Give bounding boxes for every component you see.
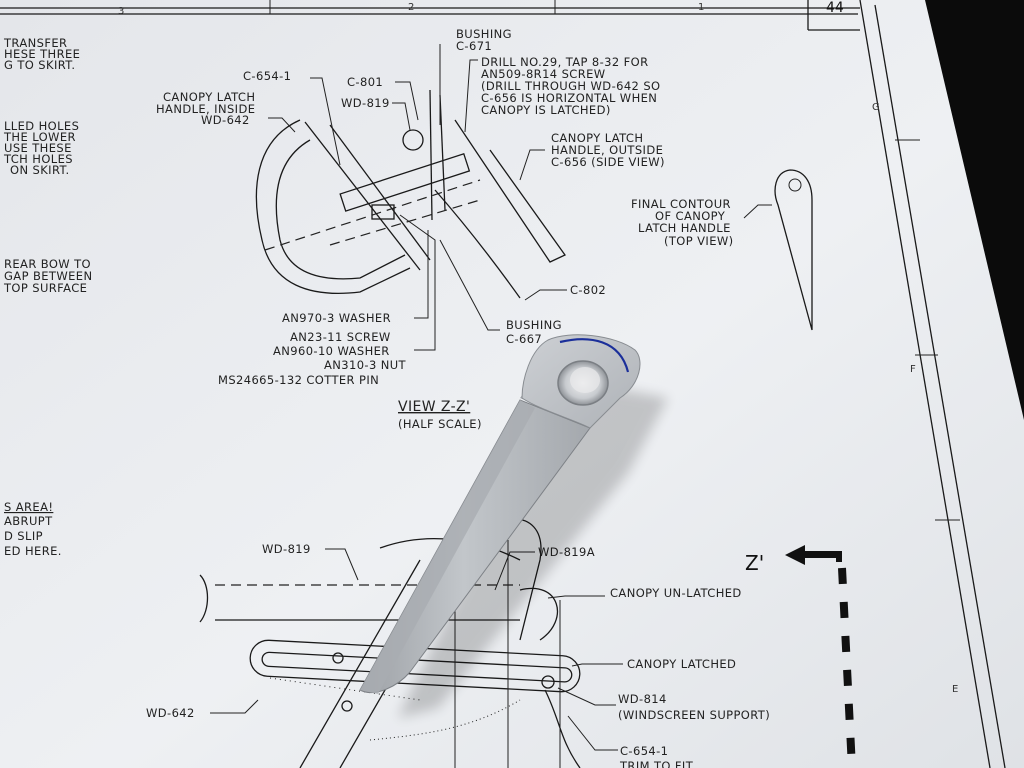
- svg-text:C-656 (SIDE VIEW): C-656 (SIDE VIEW): [551, 155, 665, 169]
- svg-text:HANDLE, OUTSIDE: HANDLE, OUTSIDE: [551, 143, 663, 157]
- svg-text:G TO SKIRT.: G TO SKIRT.: [4, 58, 75, 72]
- svg-text:LATCH HANDLE: LATCH HANDLE: [638, 221, 731, 235]
- section-marker: Z': [745, 545, 856, 768]
- latch-assembly-drawing: [255, 89, 566, 299]
- svg-text:(WINDSCREEN SUPPORT): (WINDSCREEN SUPPORT): [618, 708, 770, 722]
- svg-text:S AREA!: S AREA!: [4, 500, 53, 514]
- svg-text:AN960-10 WASHER: AN960-10 WASHER: [273, 344, 390, 358]
- svg-text:THE LOWER: THE LOWER: [3, 130, 76, 144]
- zone-label-3: 3: [118, 6, 124, 17]
- view-scale: (HALF SCALE): [398, 417, 482, 431]
- svg-text:C-667: C-667: [506, 332, 542, 346]
- svg-text:D SLIP: D SLIP: [4, 529, 43, 543]
- svg-text:CANOPY IS LATCHED): CANOPY IS LATCHED): [481, 103, 611, 117]
- svg-text:(TOP VIEW): (TOP VIEW): [664, 234, 734, 248]
- callouts-bottom: WD-819 WD-819A CANOPY UN-LATCHED CANOPY …: [146, 542, 770, 768]
- svg-text:WD-814: WD-814: [618, 692, 667, 706]
- svg-text:C-801: C-801: [347, 75, 383, 89]
- svg-text:DRILL NO.29, TAP 8-32 FOR: DRILL NO.29, TAP 8-32 FOR: [481, 55, 649, 69]
- svg-text:C-671: C-671: [456, 39, 492, 53]
- view-title: VIEW Z-Z': [398, 399, 470, 415]
- svg-text:Z': Z': [745, 551, 764, 575]
- svg-text:CANOPY LATCH: CANOPY LATCH: [551, 131, 643, 145]
- svg-text:C-654-1: C-654-1: [243, 69, 291, 83]
- zone-label-e: E: [952, 684, 958, 695]
- handle-arm-face: [360, 400, 535, 694]
- sheet-number: 44: [826, 0, 844, 16]
- svg-text:TRIM TO FIT: TRIM TO FIT: [619, 759, 694, 768]
- svg-text:HANDLE, INSIDE: HANDLE, INSIDE: [156, 102, 255, 116]
- svg-text:WD-642: WD-642: [146, 706, 195, 720]
- svg-text:AN310-3 NUT: AN310-3 NUT: [324, 358, 407, 372]
- svg-text:WD-642: WD-642: [201, 113, 250, 127]
- svg-text:ON SKIRT.: ON SKIRT.: [10, 163, 70, 177]
- svg-text:HESE THREE: HESE THREE: [4, 47, 80, 61]
- svg-text:AN509-8R14 SCREW: AN509-8R14 SCREW: [481, 67, 606, 81]
- svg-text:AN970-3 WASHER: AN970-3 WASHER: [282, 311, 391, 325]
- svg-text:C-656 IS HORIZONTAL WHEN: C-656 IS HORIZONTAL WHEN: [481, 91, 657, 105]
- svg-text:MS24665-132 COTTER PIN: MS24665-132 COTTER PIN: [218, 373, 379, 387]
- svg-text:ED HERE.: ED HERE.: [4, 544, 62, 558]
- svg-text:BUSHING: BUSHING: [506, 318, 562, 332]
- zone-label-g: G: [872, 102, 880, 113]
- svg-text:CANOPY LATCHED: CANOPY LATCHED: [627, 657, 736, 671]
- svg-text:FINAL CONTOUR: FINAL CONTOUR: [631, 197, 731, 211]
- svg-text:ABRUPT: ABRUPT: [4, 514, 53, 528]
- svg-text:AN23-11 SCREW: AN23-11 SCREW: [290, 330, 391, 344]
- callouts-top: BUSHING C-671 DRILL NO.29, TAP 8-32 FOR …: [156, 27, 734, 387]
- zone-label-f: F: [910, 364, 916, 375]
- svg-text:TRANSFER: TRANSFER: [3, 36, 67, 50]
- svg-text:GAP BETWEEN: GAP BETWEEN: [4, 269, 92, 283]
- aluminum-latch-handle: [359, 334, 668, 718]
- svg-text:BUSHING: BUSHING: [456, 27, 512, 41]
- leader-lines-top: [268, 44, 772, 351]
- svg-text:C-654-1: C-654-1: [620, 744, 668, 758]
- svg-text:TOP SURFACE: TOP SURFACE: [3, 281, 87, 295]
- scribe-line: [559, 338, 630, 373]
- zone-label-1: 1: [698, 2, 704, 13]
- svg-text:C-802: C-802: [570, 283, 606, 297]
- svg-text:USE THESE: USE THESE: [4, 141, 72, 155]
- contour-top-view: [774, 169, 813, 331]
- svg-text:TCH HOLES: TCH HOLES: [3, 152, 73, 166]
- left-notes: TRANSFER HESE THREE G TO SKIRT. LLED HOL…: [3, 36, 92, 558]
- svg-text:REAR BOW TO: REAR BOW TO: [4, 257, 91, 271]
- svg-text:WD-819: WD-819: [341, 96, 390, 110]
- zone-label-2: 2: [408, 2, 414, 13]
- svg-text:CANOPY LATCH: CANOPY LATCH: [163, 90, 255, 104]
- svg-text:LLED HOLES: LLED HOLES: [4, 119, 79, 133]
- svg-text:(DRILL THROUGH WD-642 SO: (DRILL THROUGH WD-642 SO: [481, 79, 660, 93]
- svg-text:WD-819: WD-819: [262, 542, 311, 556]
- svg-text:CANOPY UN-LATCHED: CANOPY UN-LATCHED: [610, 586, 742, 600]
- svg-text:OF CANOPY: OF CANOPY: [655, 209, 726, 223]
